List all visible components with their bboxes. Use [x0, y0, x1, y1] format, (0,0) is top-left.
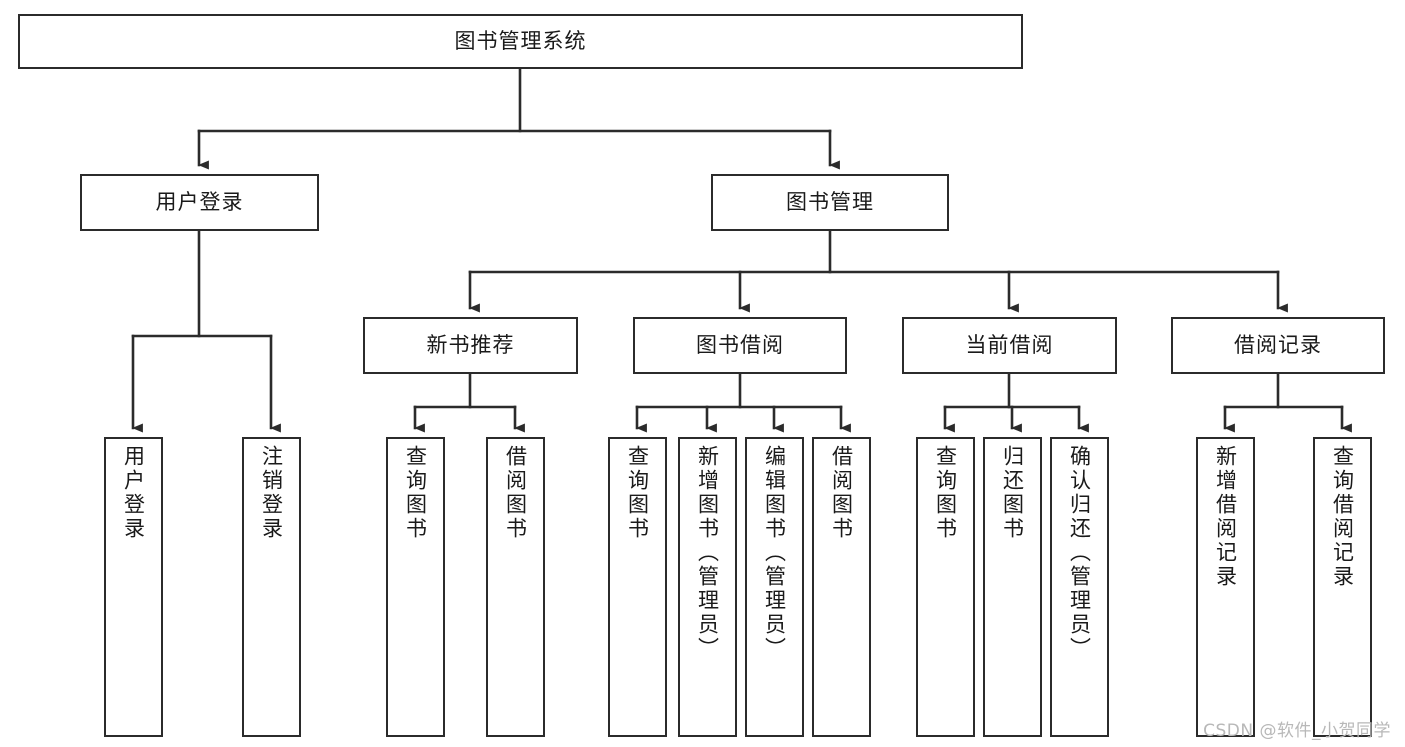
- node-new-book-rec-label: 新书推荐: [426, 332, 515, 357]
- node-book-manage-label: 图书管理: [786, 189, 874, 214]
- node-leaf-query-book-2[interactable]: 查询图书: [608, 437, 667, 737]
- node-user-login-label: 用户登录: [155, 189, 244, 214]
- node-leaf-user-login-label: 用户登录: [121, 445, 146, 541]
- node-new-book-rec[interactable]: 新书推荐: [363, 317, 578, 374]
- node-leaf-query-book-3-label: 查询图书: [933, 445, 958, 541]
- node-borrow-record[interactable]: 借阅记录: [1171, 317, 1385, 374]
- node-leaf-add-book-admin-label: 新增图书（管理员）: [695, 445, 720, 661]
- node-leaf-borrow-book-2[interactable]: 借阅图书: [812, 437, 871, 737]
- node-leaf-add-book-admin[interactable]: 新增图书（管理员）: [678, 437, 737, 737]
- node-leaf-borrow-book-1-label: 借阅图书: [503, 445, 528, 541]
- node-leaf-add-borrow-record-label: 新增借阅记录: [1213, 445, 1238, 589]
- node-leaf-confirm-return-admin[interactable]: 确认归还（管理员）: [1050, 437, 1109, 737]
- node-book-borrow-label: 图书借阅: [696, 332, 784, 357]
- node-user-login[interactable]: 用户登录: [80, 174, 319, 231]
- node-leaf-edit-book-admin[interactable]: 编辑图书（管理员）: [745, 437, 804, 737]
- node-leaf-query-borrow-record-label: 查询借阅记录: [1330, 445, 1355, 589]
- node-leaf-user-login[interactable]: 用户登录: [104, 437, 163, 737]
- node-leaf-return-book[interactable]: 归还图书: [983, 437, 1042, 737]
- node-leaf-query-book-2-label: 查询图书: [625, 445, 650, 541]
- node-book-manage[interactable]: 图书管理: [711, 174, 949, 231]
- node-root-label: 图书管理系统: [454, 28, 587, 53]
- node-root[interactable]: 图书管理系统: [18, 14, 1023, 69]
- node-leaf-logout-login-label: 注销登录: [259, 445, 284, 541]
- node-current-borrow[interactable]: 当前借阅: [902, 317, 1117, 374]
- node-leaf-query-book-1[interactable]: 查询图书: [386, 437, 445, 737]
- node-current-borrow-label: 当前借阅: [965, 332, 1054, 357]
- node-leaf-logout-login[interactable]: 注销登录: [242, 437, 301, 737]
- node-leaf-edit-book-admin-label: 编辑图书（管理员）: [762, 445, 787, 661]
- node-leaf-return-book-label: 归还图书: [1000, 445, 1025, 541]
- node-leaf-query-borrow-record[interactable]: 查询借阅记录: [1313, 437, 1372, 737]
- node-leaf-borrow-book-1[interactable]: 借阅图书: [486, 437, 545, 737]
- node-leaf-query-book-1-label: 查询图书: [403, 445, 428, 541]
- node-leaf-add-borrow-record[interactable]: 新增借阅记录: [1196, 437, 1255, 737]
- node-book-borrow[interactable]: 图书借阅: [633, 317, 847, 374]
- node-leaf-confirm-return-admin-label: 确认归还（管理员）: [1067, 445, 1092, 661]
- node-leaf-query-book-3[interactable]: 查询图书: [916, 437, 975, 737]
- node-leaf-borrow-book-2-label: 借阅图书: [829, 445, 854, 541]
- node-borrow-record-label: 借阅记录: [1234, 332, 1322, 357]
- csdn-watermark: CSDN @软件_小贺同学: [1203, 721, 1391, 741]
